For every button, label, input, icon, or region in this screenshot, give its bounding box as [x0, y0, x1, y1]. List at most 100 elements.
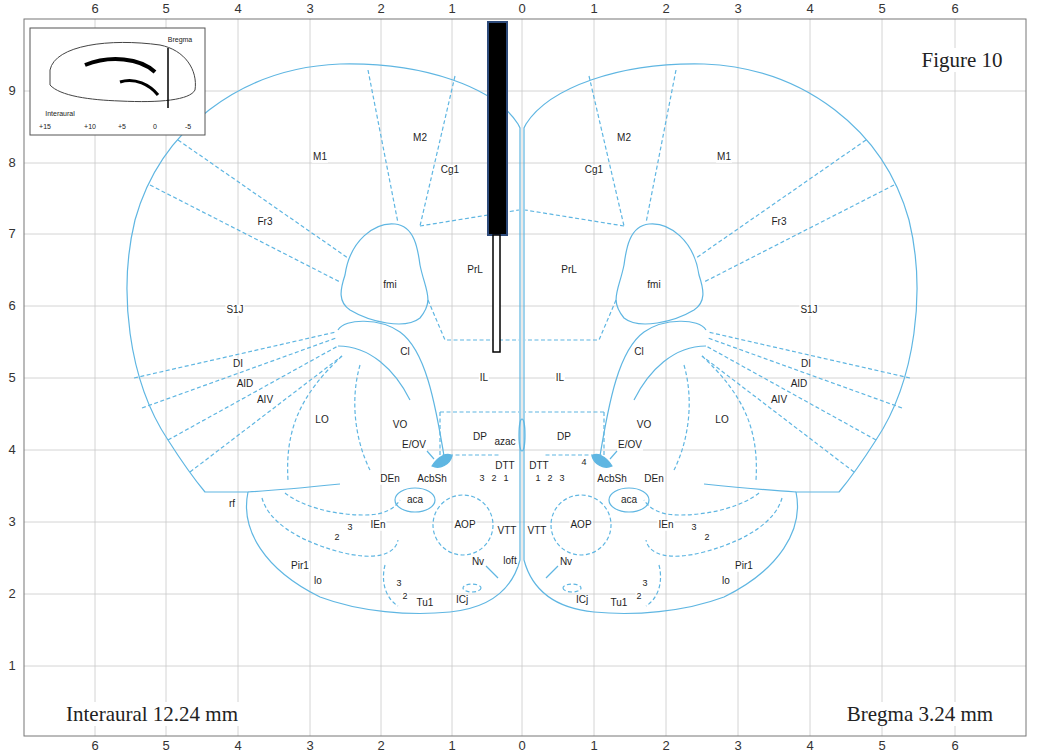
- region-label: Tu1: [416, 598, 435, 609]
- region-label: Cl: [399, 347, 410, 358]
- axis-number: 4: [805, 2, 814, 16]
- axis-number: 7: [7, 227, 16, 241]
- axis-number: 8: [7, 156, 16, 170]
- inset-map: [30, 28, 205, 135]
- inset-label: 0: [152, 123, 158, 130]
- layer-number: 3: [558, 474, 565, 483]
- layer-number: 2: [546, 474, 553, 483]
- region-label: AIV: [256, 395, 274, 406]
- layer-number: 2: [490, 474, 497, 483]
- region-label: ICj: [575, 595, 589, 606]
- layer-number: 4: [580, 458, 587, 467]
- axis-number: 3: [733, 2, 742, 16]
- inset-label: +10: [83, 123, 97, 130]
- region-label: DEn: [643, 474, 664, 485]
- region-label: AcbSh: [596, 474, 627, 485]
- layer-number: 3: [690, 523, 697, 532]
- region-label: aca: [406, 495, 424, 506]
- axis-number: 6: [90, 739, 99, 753]
- layer-number: 3: [395, 579, 402, 588]
- layer-number: 2: [401, 592, 408, 601]
- plate-frame: [24, 19, 1026, 736]
- region-label: Cg1: [440, 165, 460, 176]
- axis-number: 5: [877, 739, 886, 753]
- axis-number: 3: [733, 739, 742, 753]
- region-label: DP: [556, 432, 572, 443]
- axis-number: 2: [376, 2, 385, 16]
- section-caption: Bregma 3.24 mm: [844, 702, 996, 726]
- region-label: DP: [472, 432, 488, 443]
- axis-number: 1: [447, 2, 456, 16]
- region-label: PrL: [560, 265, 578, 276]
- region-label: S1J: [799, 305, 818, 316]
- grid-lines: [24, 19, 1026, 736]
- axis-number: 2: [661, 739, 670, 753]
- region-label: Nv: [471, 557, 485, 568]
- region-label: loft: [502, 556, 517, 567]
- region-label: aca: [620, 495, 638, 506]
- inset-label: +15: [38, 123, 52, 130]
- layer-number: 2: [333, 533, 340, 542]
- region-label: fmi: [382, 280, 397, 291]
- region-label: M2: [412, 133, 428, 144]
- layer-number: 3: [478, 474, 485, 483]
- cannula-tip: [493, 235, 500, 352]
- axis-number: 6: [90, 2, 99, 16]
- layer-number: 2: [635, 592, 642, 601]
- region-label: Pir1: [290, 561, 310, 572]
- right-hemisphere: [524, 64, 917, 614]
- axis-number: 6: [950, 739, 959, 753]
- inset-label: +5: [117, 123, 127, 130]
- axis-number: 0: [517, 739, 526, 753]
- region-label: AOP: [569, 520, 592, 531]
- axis-number: 1: [7, 659, 16, 673]
- region-label: VO: [392, 420, 408, 431]
- region-label: IEn: [657, 520, 674, 531]
- axis-number: 3: [305, 739, 314, 753]
- layer-number: 1: [534, 474, 541, 483]
- axis-number: 2: [376, 739, 385, 753]
- axis-number: 2: [7, 587, 16, 601]
- region-label: Fr3: [257, 217, 274, 228]
- region-label: S1J: [225, 305, 244, 316]
- inset-brain: [50, 42, 195, 101]
- inset-structure: [85, 59, 155, 72]
- region-label: DI: [232, 359, 244, 370]
- inset-label: -5: [184, 123, 192, 130]
- axis-number: 5: [161, 2, 170, 16]
- region-label: IL: [479, 373, 489, 384]
- region-label: DTT: [494, 461, 515, 472]
- region-label: Fr3: [771, 217, 788, 228]
- axis-number: 4: [7, 443, 16, 457]
- region-label: AID: [790, 379, 809, 390]
- inset-label: Bregma: [167, 36, 194, 43]
- section-caption: Interaural 12.24 mm: [63, 702, 241, 726]
- axis-number: 3: [305, 2, 314, 16]
- region-label: Cl: [633, 347, 644, 358]
- region-label: IEn: [369, 520, 386, 531]
- region-label: M1: [716, 152, 732, 163]
- region-label: IL: [555, 373, 565, 384]
- axis-number: 3: [7, 515, 16, 529]
- region-label: lo: [721, 576, 731, 587]
- axis-number: 2: [661, 2, 670, 16]
- region-label: LO: [714, 415, 729, 426]
- left-hemisphere: [127, 64, 520, 614]
- region-label: Nv: [559, 557, 573, 568]
- figure-title: Figure 10: [918, 48, 1005, 72]
- region-label: E/OV: [617, 440, 643, 451]
- layer-number: 3: [346, 523, 353, 532]
- axis-number: 5: [161, 739, 170, 753]
- axis-number: 6: [950, 2, 959, 16]
- region-label: VTT: [527, 526, 548, 537]
- region-label: Tu1: [610, 598, 629, 609]
- region-label: LO: [314, 415, 329, 426]
- inset-label: Interaural: [44, 110, 76, 117]
- axis-number: 4: [805, 739, 814, 753]
- inset-structure: [120, 80, 158, 95]
- region-label: M1: [312, 152, 328, 163]
- axis-number: 5: [877, 2, 886, 16]
- region-label: Pir1: [734, 561, 754, 572]
- inset-section-line: [167, 48, 169, 108]
